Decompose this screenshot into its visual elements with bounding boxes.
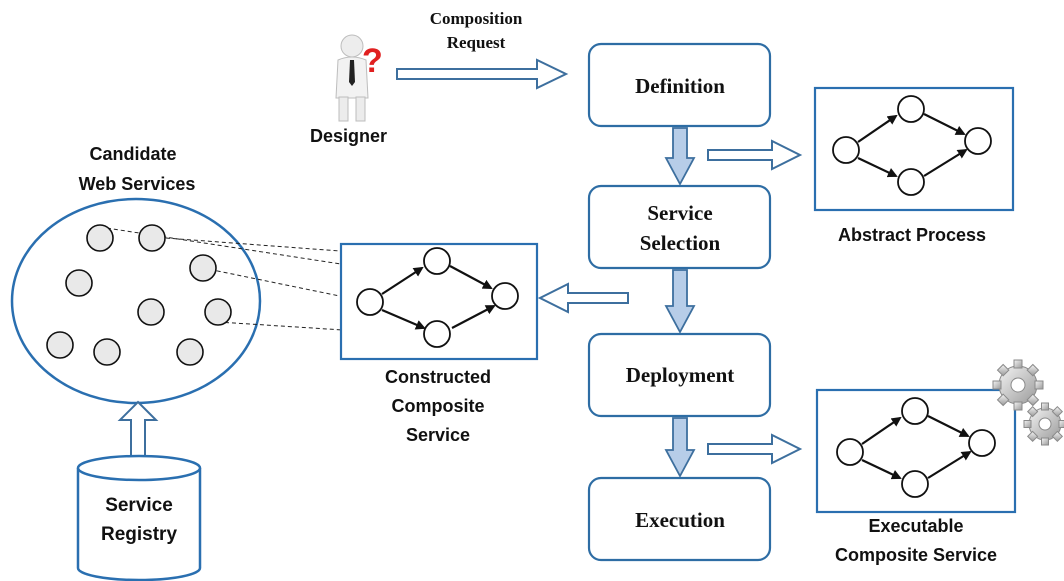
execution-step [587, 476, 772, 562]
constructed-label-3: Service [406, 425, 470, 445]
candidate-label-2: Web Services [79, 174, 196, 194]
executable-label-2: Composite Service [835, 545, 997, 565]
definition-to-selection-arrow [664, 127, 696, 186]
designer-label: Designer [310, 126, 387, 146]
candidate-label-1: Candidate [89, 144, 176, 164]
to-abstract-process-arrow [707, 139, 803, 171]
executable-label-1: Executable [868, 516, 963, 536]
deployment-to-execution-arrow [664, 417, 696, 478]
gears-icon [992, 359, 1064, 446]
constructed-label-1: Constructed [385, 367, 491, 387]
to-constructed-arrow [537, 282, 629, 314]
definition-step [587, 42, 772, 128]
registry-label-1: Service [105, 495, 173, 516]
to-executable-arrow [707, 433, 803, 465]
abstract-process-label: Abstract Process [838, 225, 986, 245]
service-registry-database [76, 454, 202, 581]
service-selection-label-1: Service [647, 201, 712, 225]
request-arrow [396, 58, 569, 90]
registry-label-2: Registry [101, 524, 177, 545]
selection-to-deployment-arrow [664, 269, 696, 334]
constructed-label-2: Composite [391, 396, 484, 416]
composition-request-label-2: Request [447, 33, 506, 52]
question-mark-icon: ? [362, 42, 383, 80]
designer-icon: ? [335, 34, 383, 122]
composition-request-label-1: Composition [430, 9, 523, 28]
service-selection-label-2: Selection [640, 231, 721, 255]
deployment-step [587, 332, 772, 418]
execution-label: Execution [635, 508, 725, 532]
service-selection-step [587, 184, 772, 270]
definition-label: Definition [635, 74, 725, 98]
deployment-label: Deployment [626, 363, 735, 387]
